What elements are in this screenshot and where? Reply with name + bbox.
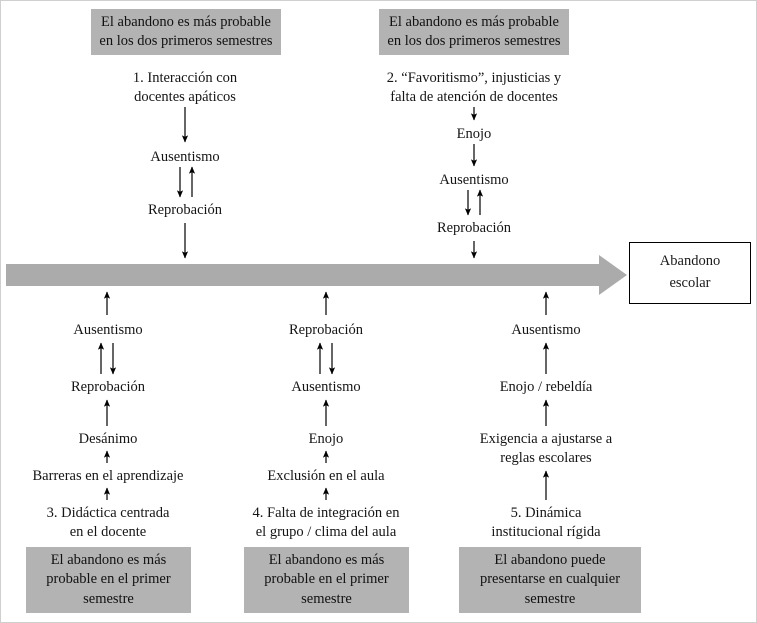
node-col1-reprobacion: Reprobación (147, 202, 223, 218)
banner-bottom-middle-line3: semestre (301, 590, 352, 607)
node-col2-ausentismo: Ausentismo (439, 172, 509, 188)
cause-node-3: 3. Didáctica centrada en el docente (28, 504, 188, 542)
cause-node-1: 1. Interacción con docentes apáticos (105, 69, 265, 107)
cause-node-1-line2: docentes apáticos (134, 88, 236, 105)
node-col4-exclusion: Exclusión en el aula (267, 468, 385, 484)
cause-node-1-line1: 1. Interacción con (132, 70, 238, 86)
outcome-box-abandono-escolar: Abandono escolar (629, 242, 751, 304)
cause-node-2-line2: falta de atención de docentes (390, 88, 558, 105)
cause-node-2: 2. “Favoritismo”, injusticias y falta de… (371, 69, 577, 107)
cause-node-4-line1: 4. Falta de integración en (252, 505, 400, 521)
banner-bottom-left: El abandono es más probable en el primer… (26, 547, 191, 613)
banner-bottom-right-line3: semestre (524, 590, 576, 607)
cause-node-2-line1: 2. “Favoritismo”, injusticias y (386, 70, 562, 86)
node-col1-ausentismo: Ausentismo (150, 149, 220, 165)
node-col4-ausentismo: Ausentismo (291, 379, 361, 395)
node-col5-exigencia-line1: Exigencia a ajustarse a (479, 431, 613, 447)
cause-node-3-line2: en el docente (69, 523, 147, 540)
node-col3-barreras: Barreras en el aprendizaje (32, 468, 184, 484)
cause-node-5-line1: 5. Dinámica (510, 505, 582, 521)
banner-bottom-right: El abandono puede presentarse en cualqui… (459, 547, 641, 613)
node-col4-reprobacion: Reprobación (288, 322, 364, 338)
node-col3-ausentismo: Ausentismo (73, 322, 143, 338)
node-col2-enojo: Enojo (456, 126, 492, 142)
banner-top-left-line1: El abandono es más probable (101, 13, 271, 30)
banner-bottom-left-line3: semestre (83, 590, 134, 607)
node-col3-desanimo: Desánimo (78, 431, 138, 447)
banner-top-right-line2: en los dos primeros semestres (387, 33, 561, 49)
banner-bottom-middle: El abandono es más probable en el primer… (244, 547, 409, 613)
banner-bottom-middle-line2: probable en el primer (264, 571, 389, 588)
node-col5-exigencia: Exigencia a ajustarse a reglas escolares (466, 430, 626, 468)
cause-node-5-line2: institucional rígida (491, 523, 601, 540)
banner-bottom-left-line2: probable en el primer (46, 571, 171, 588)
main-flow-arrow-icon (6, 255, 627, 295)
cause-node-4-line2: el grupo / clima del aula (255, 523, 397, 540)
banner-bottom-left-line1: El abandono es más (50, 552, 167, 569)
outcome-line2: escolar (669, 275, 711, 291)
banner-bottom-right-line2: presentarse en cualquier (479, 571, 621, 588)
cause-node-5: 5. Dinámica institucional rígida (466, 504, 626, 542)
outcome-line1: Abandono (659, 253, 721, 270)
cause-node-3-line1: 3. Didáctica centrada (46, 505, 170, 521)
node-col5-enojo-rebeldia: Enojo / rebeldía (499, 379, 593, 395)
node-col4-enojo: Enojo (308, 431, 344, 447)
node-col5-exigencia-line2: reglas escolares (500, 449, 592, 466)
banner-top-right-line1: El abandono es más probable (389, 13, 559, 30)
banner-top-left: El abandono es más probable en los dos p… (91, 9, 281, 55)
banner-top-right: El abandono es más probable en los dos p… (379, 9, 569, 55)
node-col5-ausentismo: Ausentismo (511, 322, 581, 338)
banner-top-left-line2: en los dos primeros semestres (99, 33, 273, 49)
banner-bottom-middle-line1: El abandono es más (268, 552, 385, 569)
node-col3-reprobacion: Reprobación (70, 379, 146, 395)
banner-bottom-right-line1: El abandono puede (494, 552, 606, 569)
node-col2-reprobacion: Reprobación (436, 220, 512, 236)
cause-node-4: 4. Falta de integración en el grupo / cl… (238, 504, 414, 542)
